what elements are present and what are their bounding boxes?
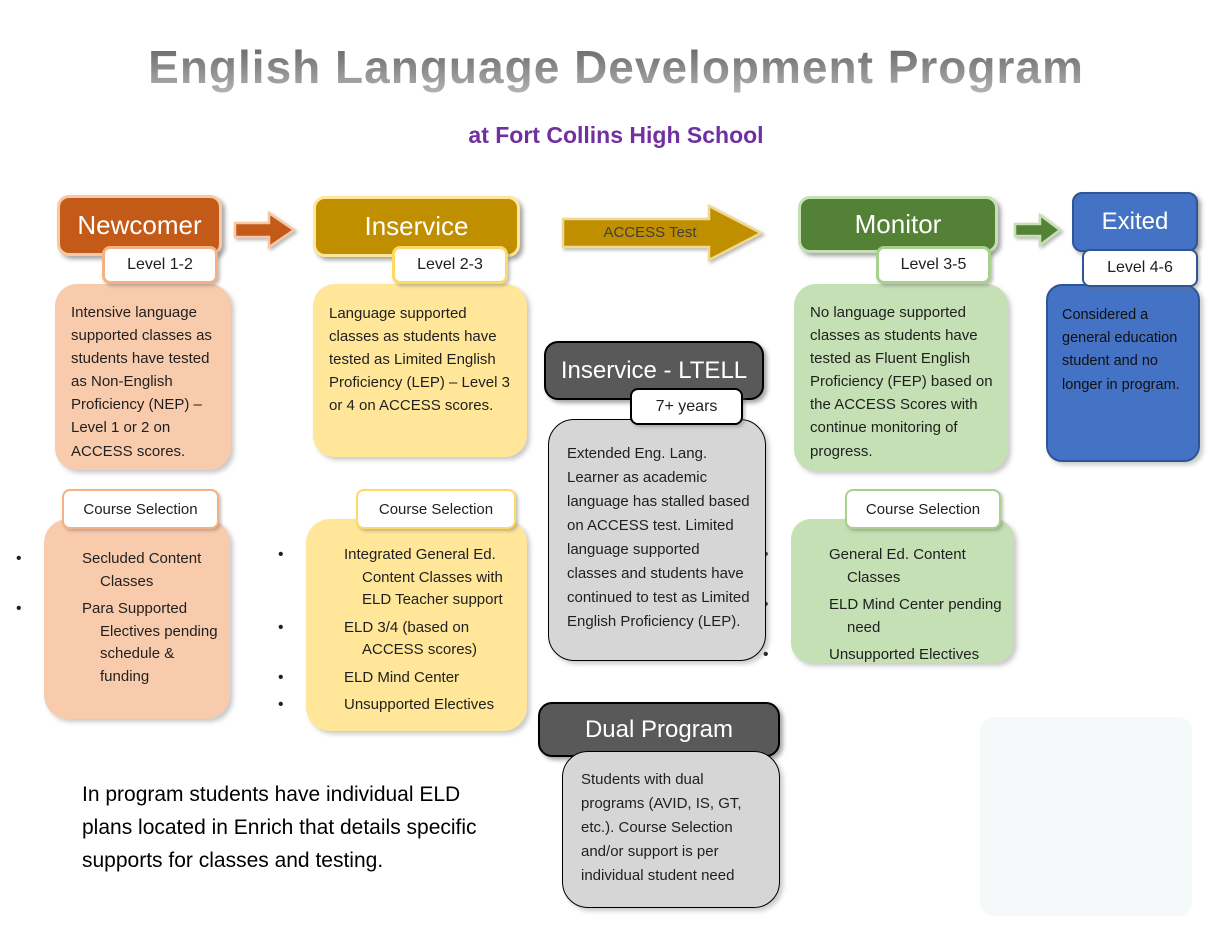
arrow-right-icon: [233, 210, 297, 250]
course-selection-label-monitor: Course Selection: [845, 489, 1001, 529]
empty-panel: [980, 717, 1192, 916]
list-item: Secluded Content Classes: [44, 547, 224, 593]
page-subtitle: at Fort Collins High School: [468, 122, 764, 148]
level-badge-exited: Level 4-6: [1082, 249, 1198, 287]
stage-header-inservice-label: Inservice: [364, 211, 469, 241]
course-list-monitor: General Ed. Content Classes ELD Mind Cen…: [791, 519, 1014, 663]
course-list-inservice: Integrated General Ed. Content Classes w…: [306, 519, 527, 731]
stage-header-dual-program-label: Dual Program: [584, 715, 734, 743]
stage-header-exited: Exited: [1072, 192, 1198, 252]
list-item: Unsupported Electives: [791, 643, 1010, 667]
stage-header-newcomer: Newcomer: [57, 195, 222, 256]
list-item: Integrated General Ed. Content Classes w…: [306, 543, 523, 612]
course-selection-label-newcomer: Course Selection: [62, 489, 219, 529]
page-title: English Language Development Program: [0, 40, 1232, 94]
access-test-arrow-icon: [561, 203, 765, 263]
description-newcomer: Intensive language supported classes as …: [55, 284, 231, 470]
list-item: ELD Mind Center pending need: [791, 593, 1010, 639]
footnote-text: In program students have individual ELD …: [82, 783, 477, 872]
access-test-arrow-label: ACCESS Test: [603, 224, 697, 241]
stage-header-exited-label: Exited: [1101, 208, 1169, 235]
stage-header-newcomer-label: Newcomer: [77, 210, 202, 240]
list-item: Unsupported Electives: [306, 693, 523, 717]
course-selection-label-inservice: Course Selection: [356, 489, 516, 529]
stage-header-ltell-label: Inservice - LTELL: [560, 356, 748, 384]
stage-header-dual-program: Dual Program: [538, 702, 780, 757]
stage-header-monitor: Monitor: [798, 196, 998, 253]
description-exited: Considered a general education student a…: [1046, 284, 1200, 462]
years-badge-ltell: 7+ years: [630, 388, 743, 425]
description-monitor: No language supported classes as student…: [794, 284, 1008, 471]
list-item: ELD Mind Center: [306, 666, 523, 690]
description-ltell: Extended Eng. Lang. Learner as academic …: [548, 419, 766, 661]
course-list-newcomer: Secluded Content Classes Para Supported …: [44, 519, 230, 719]
list-item: ELD 3/4 (based on ACCESS scores): [306, 616, 523, 662]
level-badge-monitor: Level 3-5: [876, 246, 991, 284]
stage-header-monitor-label: Monitor: [854, 209, 942, 239]
level-badge-inservice: Level 2-3: [392, 246, 508, 284]
description-dual-program: Students with dual programs (AVID, IS, G…: [562, 751, 780, 908]
arrow-right-icon: [1013, 212, 1063, 248]
list-item: General Ed. Content Classes: [791, 543, 1010, 589]
list-item: Para Supported Electives pending schedul…: [44, 597, 224, 688]
level-badge-newcomer: Level 1-2: [102, 246, 218, 284]
description-inservice: Language supported classes as students h…: [313, 284, 527, 457]
